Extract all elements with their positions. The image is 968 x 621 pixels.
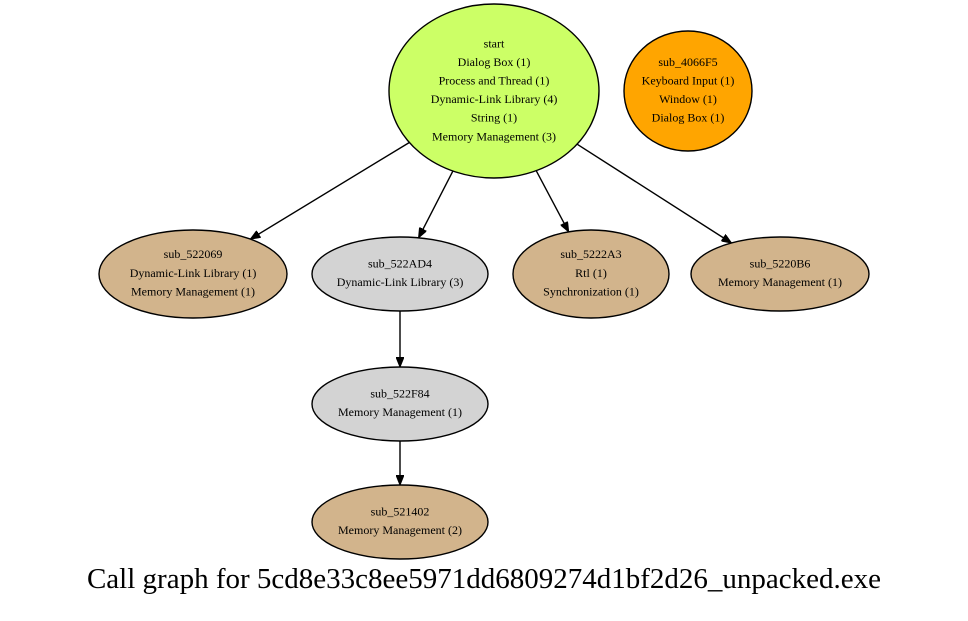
node-title: sub_5220B6 [750, 256, 811, 270]
node-label: Synchronization (1) [543, 284, 639, 298]
node-label: Dynamic-Link Library (1) [130, 266, 257, 280]
node-label: Keyboard Input (1) [642, 73, 735, 87]
node-shape-sub_522AD4 [311, 236, 489, 312]
node-label: Memory Management (1) [338, 405, 462, 419]
edges [250, 141, 731, 485]
node-label: Dialog Box (1) [652, 111, 725, 125]
edge-start-to-sub_522069 [250, 141, 410, 239]
node-label: Dynamic-Link Library (3) [337, 275, 464, 289]
node-title: sub_5222A3 [560, 247, 621, 261]
node-title: sub_522069 [164, 247, 223, 261]
node-shape-sub_4066F5 [623, 30, 753, 152]
edge-start-to-sub_5220B6 [576, 143, 731, 243]
node-label: String (1) [471, 111, 517, 125]
node-shape-sub_522069 [98, 229, 288, 319]
node-title: sub_4066F5 [658, 55, 717, 69]
node-label: Memory Management (2) [338, 523, 462, 537]
node-title: sub_522AD4 [368, 256, 432, 270]
node-label: Process and Thread (1) [439, 73, 550, 87]
graph-caption: Call graph for 5cd8e33c8ee5971dd6809274d… [86, 563, 882, 595]
edge-start-to-sub_5222A3 [535, 170, 568, 232]
node-shape-sub_521402 [311, 484, 489, 560]
node-title: start [484, 36, 505, 50]
node-label: Memory Management (1) [131, 284, 255, 298]
node-label: Window (1) [659, 92, 717, 106]
node-shape-sub_5222A3 [512, 229, 670, 319]
node-label: Dynamic-Link Library (4) [431, 92, 558, 106]
node-shape-start [388, 3, 600, 179]
node-label: Memory Management (1) [718, 275, 842, 289]
node-label: Rtl (1) [575, 266, 607, 280]
node-title: sub_522F84 [370, 386, 429, 400]
node-label: Memory Management (3) [432, 129, 556, 143]
node-label: Dialog Box (1) [458, 55, 531, 69]
node-shape-sub_522F84 [311, 366, 489, 442]
node-title: sub_521402 [371, 504, 430, 518]
edge-start-to-sub_522AD4 [417, 170, 454, 238]
node-shape-sub_5220B6 [690, 236, 870, 312]
